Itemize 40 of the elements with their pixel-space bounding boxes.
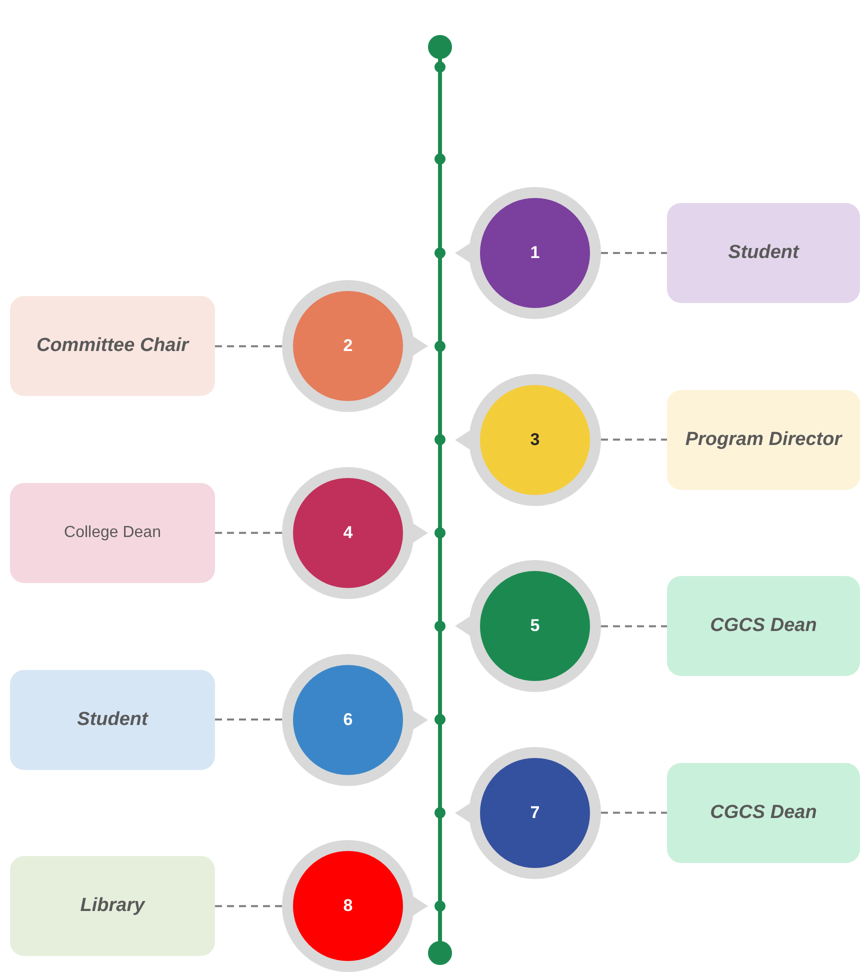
numbered-circle	[453, 746, 601, 879]
step-number: 4	[342, 522, 354, 543]
dashed-connector	[215, 345, 282, 348]
step-number: 1	[529, 243, 541, 263]
role-label: CGCS Dean	[710, 615, 817, 638]
numbered-circle	[453, 374, 601, 506]
dashed-connector	[601, 252, 667, 254]
role-box	[667, 390, 860, 490]
dashed-connector	[601, 812, 667, 814]
numbered-circle	[282, 840, 430, 972]
role-box	[10, 670, 215, 770]
role-label: Committee Chair	[36, 335, 189, 358]
role-box	[667, 203, 860, 303]
dashed-connector	[215, 532, 282, 534]
step-number: 6	[342, 710, 354, 730]
role-box	[10, 482, 215, 583]
dashed-connector	[601, 625, 667, 628]
step-number: 2	[342, 336, 354, 356]
step-number: 8	[342, 896, 354, 916]
role-label: Student	[728, 242, 799, 264]
step-number: 3	[529, 430, 541, 450]
role-label: College Dean	[64, 524, 161, 542]
numbered-circle	[282, 654, 430, 786]
dashed-connector	[215, 718, 282, 720]
numbered-circle	[282, 280, 430, 412]
dashed-connector	[215, 905, 282, 908]
role-box	[10, 856, 215, 956]
role-box	[667, 576, 860, 676]
role-label: Student	[77, 708, 148, 730]
role-label: Library	[80, 895, 145, 918]
step-number: 7	[529, 802, 541, 823]
role-label: Program Director	[685, 428, 842, 451]
numbered-circle	[282, 466, 430, 599]
role-box	[10, 296, 215, 396]
dashed-connector	[601, 438, 667, 441]
step-number: 5	[529, 616, 541, 636]
role-label: CGCS Dean	[710, 802, 817, 824]
role-box	[667, 762, 860, 863]
numbered-circle	[453, 187, 601, 319]
numbered-circle	[453, 560, 601, 692]
